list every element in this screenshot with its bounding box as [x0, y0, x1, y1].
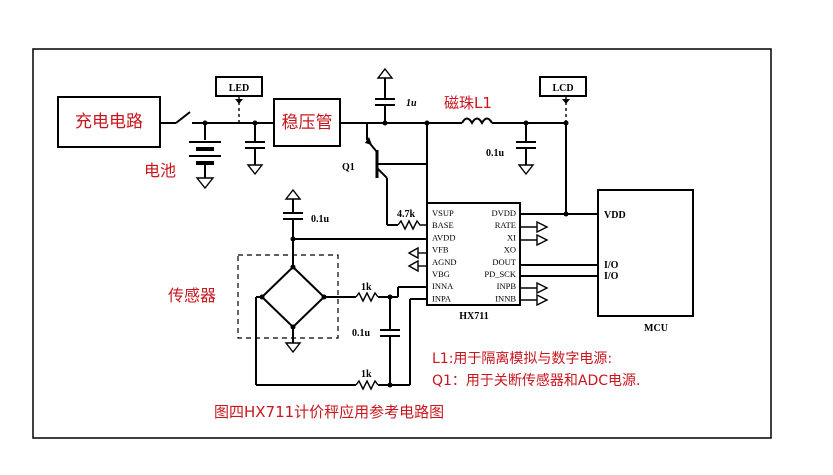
hx711-pin-left-agnd: AGND: [432, 257, 457, 267]
hx711-left-pins: VSUP BASE AVDD VFB AGND VBG INNA INPA: [432, 208, 457, 303]
note-line1: L1:用于隔离模拟与数字电源:: [432, 350, 612, 367]
hx711-pin-left-vbg: VBG: [432, 269, 450, 279]
digital-supply-wires: [520, 123, 598, 217]
sensor-box: [237, 254, 339, 339]
res-1k-top-label: 1k: [361, 282, 372, 293]
power-rail: [160, 111, 569, 126]
lcd-label: LCD: [552, 83, 573, 94]
mcu-io1-label: I/O: [604, 260, 619, 271]
hx711-chip: [426, 202, 521, 306]
input-filter-wires: [255, 286, 427, 391]
chip-name-label: HX711: [459, 311, 488, 322]
hx711-pin-left-vsup: VSUP: [432, 208, 454, 218]
cap-near-bridge: [283, 188, 303, 239]
regulator-box: [273, 98, 341, 147]
mcu-box: [597, 189, 694, 317]
hx711-pin-left-inpa: INPA: [432, 293, 452, 303]
outer-frame: [32, 48, 772, 439]
hx711-pin-right-innb: INNB: [495, 293, 516, 303]
regulator-label: 稳压管: [282, 113, 333, 133]
note-line2: Q1：用于关断传感器和ADC电源.: [432, 372, 641, 389]
hx711-pin-right-pd-sck: PD_SCK: [484, 269, 517, 279]
cap-1u-label: 1u: [406, 98, 417, 109]
hx711-pin-right-xi: XI: [507, 232, 516, 242]
res-4k7-label: 4.7k: [397, 209, 416, 220]
mcu-name-label: MCU: [644, 323, 668, 334]
sensor-label: 传感器: [168, 286, 216, 305]
lcd-connection: [539, 76, 587, 123]
ground-arrows-right: [520, 220, 549, 307]
mcu-vdd-label: VDD: [604, 210, 626, 221]
transistor-q1: [365, 123, 427, 226]
hx711-pin-right-rate: RATE: [495, 220, 516, 230]
hx711-pin-right-inpb: INPB: [497, 281, 517, 291]
charge-circuit-box: [57, 96, 161, 148]
cap-after-l1: [516, 123, 536, 176]
ferrite-bead-l1: [461, 117, 493, 126]
figure-caption: 图四HX711计价秤应用参考电路图: [214, 403, 444, 421]
battery-symbol: [189, 123, 221, 190]
wheatstone-bridge: [259, 262, 327, 354]
hx711-pin-left-vfb: VFB: [432, 245, 449, 255]
mcu-signal-wires: [520, 264, 598, 277]
hx711-pin-left-base: BASE: [432, 220, 454, 230]
res-1k-bottom-label: 1k: [361, 369, 372, 380]
cap-01u-inputs-label: 0.1u: [352, 328, 371, 339]
cap-after-switch: [245, 123, 265, 176]
q1-label: Q1: [342, 162, 355, 173]
resistor-4k7: [397, 219, 427, 231]
hx711-pin-right-xo: XO: [504, 245, 516, 255]
ferrite-label: 磁珠L1: [444, 94, 492, 112]
hx711-pin-left-avdd: AVDD: [432, 232, 455, 242]
cap-1u-top: [375, 67, 395, 123]
avdd-wire: [290, 236, 427, 262]
battery-label: 电池: [144, 161, 176, 180]
led-connection: [215, 76, 263, 123]
charge-circuit-label: 充电电路: [75, 112, 143, 132]
ground-arrows-left: [407, 246, 427, 273]
cap-01u-l1-label: 0.1u: [486, 148, 505, 159]
hx711-pin-right-dout: DOUT: [492, 257, 516, 267]
hx711-right-pins: DVDD RATE XI XO DOUT PD_SCK INPB INNB: [484, 208, 517, 303]
mcu-io2-label: I/O: [604, 271, 619, 282]
led-label: LED: [229, 83, 250, 94]
hx711-pin-right-dvdd: DVDD: [491, 208, 516, 218]
hx711-pin-left-inna: INNA: [432, 281, 454, 291]
cap-01u-bridge-label: 0.1u: [311, 214, 330, 225]
